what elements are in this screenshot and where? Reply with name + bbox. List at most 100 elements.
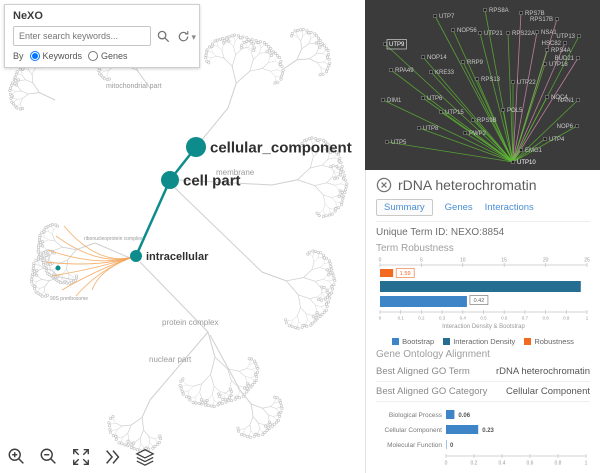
collapse-panel-icon[interactable]: ▾ — [191, 32, 196, 42]
gene-node[interactable] — [545, 95, 549, 99]
gene-node-label: RPS7B — [525, 11, 545, 17]
layers-icon[interactable] — [133, 445, 157, 469]
gene-node[interactable] — [506, 31, 510, 35]
radio-genes-input[interactable] — [88, 51, 99, 61]
gene-node[interactable] — [478, 31, 482, 35]
canvas-toolbar — [5, 445, 157, 469]
term-node[interactable] — [186, 137, 206, 157]
gene-node[interactable] — [451, 28, 455, 32]
tab-summary[interactable]: Summary — [376, 199, 433, 216]
gene-node[interactable] — [417, 126, 421, 130]
svg-text:20: 20 — [543, 258, 549, 264]
tree-label: membrane — [216, 168, 255, 177]
svg-text:5: 5 — [420, 258, 423, 264]
svg-text:0.2: 0.2 — [418, 316, 425, 321]
gene-node[interactable] — [433, 14, 437, 18]
gene-node-label: UTP21 — [484, 31, 503, 37]
gene-node[interactable] — [463, 131, 467, 135]
gene-node[interactable] — [576, 98, 580, 102]
gene-node[interactable] — [381, 98, 385, 102]
legend-swatch-interaction-density — [443, 338, 451, 345]
close-icon[interactable] — [376, 177, 392, 193]
gene-node[interactable] — [475, 77, 479, 81]
radio-genes[interactable]: Genes — [88, 51, 128, 61]
gene-node[interactable] — [501, 108, 505, 112]
svg-text:0.3: 0.3 — [439, 316, 446, 321]
gene-node[interactable] — [555, 17, 559, 21]
section-go-alignment: Gene Ontology Alignment — [376, 349, 490, 360]
gene-node[interactable] — [421, 96, 425, 100]
svg-text:15: 15 — [501, 258, 507, 264]
app-title: NeXO — [13, 10, 43, 22]
gene-node-label: POL5 — [507, 108, 523, 114]
gene-node[interactable] — [511, 160, 515, 164]
zoom-out-icon[interactable] — [37, 445, 61, 469]
gene-node-label: UTP22 — [517, 80, 536, 86]
gene-node[interactable] — [439, 110, 443, 114]
svg-text:0.9: 0.9 — [563, 316, 570, 321]
gene-node[interactable] — [563, 41, 567, 45]
gene-node[interactable] — [519, 148, 523, 152]
svg-text:0.4: 0.4 — [499, 461, 506, 467]
gene-node[interactable] — [471, 118, 475, 122]
svg-text:0.2: 0.2 — [471, 461, 478, 467]
gene-node-label: UTP7 — [439, 14, 455, 20]
gene-node-label: UTP18 — [549, 62, 568, 68]
fit-to-window-icon[interactable] — [69, 445, 93, 469]
gene-node-label: NAN1 — [558, 98, 575, 104]
gene-node[interactable] — [575, 124, 579, 128]
reset-search-icon[interactable] — [175, 28, 191, 44]
gene-node[interactable] — [519, 11, 523, 15]
svg-text:1.59: 1.59 — [400, 271, 411, 277]
svg-text:0.8: 0.8 — [555, 461, 562, 467]
svg-text:1: 1 — [586, 316, 589, 321]
gene-node[interactable] — [383, 42, 387, 46]
tree-label: nuclear part — [149, 355, 192, 364]
tab-interactions[interactable]: Interactions — [484, 202, 534, 213]
tab-genes[interactable]: Genes — [444, 202, 473, 213]
gene-node[interactable] — [545, 48, 549, 52]
gene-node-label: EMG1 — [525, 148, 543, 154]
gene-node-label: RPS22A — [512, 31, 535, 37]
gene-node-label: UTP6 — [427, 96, 443, 102]
gene-node[interactable] — [576, 56, 580, 60]
gene-node[interactable] — [483, 8, 487, 12]
tree-label: mitochondrial part — [106, 83, 162, 90]
radio-keywords-input[interactable] — [29, 51, 40, 61]
go-category-row: Best Aligned GO Category Cellular Compon… — [376, 382, 590, 402]
gene-node[interactable] — [461, 60, 465, 64]
gene-node-label: UTP13 — [556, 34, 575, 40]
term-title: rDNA heterochromatin — [398, 177, 537, 193]
gene-node[interactable] — [385, 140, 389, 144]
gene-node[interactable] — [389, 68, 393, 72]
radio-keywords[interactable]: Keywords — [29, 51, 82, 61]
search-input[interactable] — [13, 26, 151, 46]
svg-text:0.42: 0.42 — [474, 298, 485, 304]
term-node-label: cellular_component — [210, 139, 352, 156]
gene-node-label: KRE33 — [435, 70, 455, 76]
tab-bar: Summary Genes Interactions — [376, 199, 590, 222]
gene-node-label: UTP8 — [423, 126, 439, 132]
legend-swatch-robustness — [524, 338, 532, 345]
selected-term-node[interactable] — [55, 265, 61, 271]
zoom-in-icon[interactable] — [5, 445, 29, 469]
expand-selection-icon[interactable] — [101, 445, 125, 469]
search-icon[interactable] — [155, 28, 171, 44]
svg-text:0.7: 0.7 — [522, 316, 529, 321]
gene-node[interactable] — [543, 62, 547, 66]
svg-text:1: 1 — [585, 461, 588, 467]
gene-node[interactable] — [535, 30, 539, 34]
gene-node[interactable] — [429, 70, 433, 74]
gene-node-label: NOP56 — [457, 28, 477, 34]
term-node[interactable] — [161, 171, 179, 189]
gene-node[interactable] — [543, 137, 547, 141]
gene-node[interactable] — [421, 55, 425, 59]
gene-node[interactable] — [577, 34, 581, 38]
term-node[interactable] — [130, 250, 142, 262]
gene-node[interactable] — [511, 80, 515, 84]
svg-text:0.6: 0.6 — [527, 461, 534, 467]
